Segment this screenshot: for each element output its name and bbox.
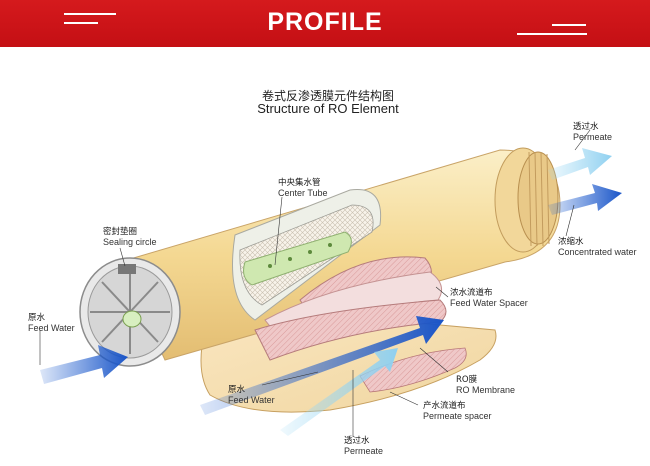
permeate-arrow-right	[548, 148, 612, 180]
concentrate-arrow-right	[548, 184, 622, 215]
end-cap-atd	[79, 257, 181, 367]
permeate-arrow-bottom	[280, 348, 398, 436]
banner-decoration-line	[64, 22, 98, 24]
flow-arrows	[40, 148, 622, 436]
label-feed-water-left: 原水 Feed Water	[28, 313, 75, 333]
leader-lines	[39, 129, 591, 437]
label-sealing-circle: 密封垫圈 Sealing circle	[103, 227, 157, 247]
label-permeate-spacer: 产水流道布 Permeate spacer	[423, 401, 492, 421]
sealing-circle-marker	[118, 264, 136, 274]
label-permeate-out: 透过水 Permeate	[573, 122, 613, 142]
banner-decoration-line	[64, 13, 116, 15]
label-concentrated-water: 浓缩水 Concentrated water	[558, 237, 637, 257]
diagram-title-en: Structure of RO Element	[257, 101, 399, 116]
banner-decoration-line	[552, 24, 586, 26]
feed-water-arrow-bottom	[200, 316, 444, 415]
cutaway-layers	[232, 188, 447, 361]
diagram-area: 卷式反渗透膜元件结构图 Structure of RO Element	[0, 47, 650, 466]
label-permeate-bottom: 透过水 Permeate	[344, 436, 384, 456]
diagram-title-cn: 卷式反渗透膜元件结构图	[261, 89, 394, 103]
label-center-tube: 中央集水管 Center Tube	[278, 178, 328, 198]
banner-decoration-line	[517, 33, 587, 35]
label-feed-water-bottom: 原水 Feed Water	[228, 385, 275, 405]
label-feed-water-spacer: 浓水流道布 Feed Water Spacer	[450, 288, 528, 308]
feed-water-arrow-left	[40, 345, 128, 384]
banner-title: PROFILE	[267, 8, 383, 36]
label-ro-membrane: RO膜 RO Membrane	[456, 375, 516, 395]
profile-banner: PROFILE	[0, 0, 650, 47]
